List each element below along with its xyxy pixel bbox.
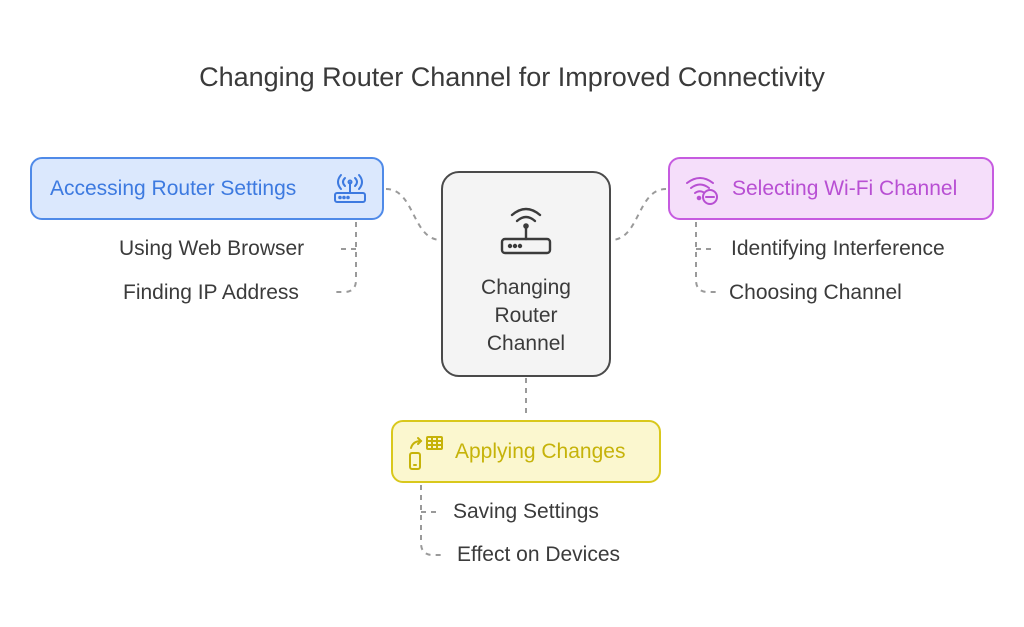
connector-center-to-accessing bbox=[385, 188, 442, 241]
item-saving-settings: Saving Settings bbox=[453, 500, 599, 523]
item-using-web-browser: Using Web Browser bbox=[119, 237, 305, 260]
item-finding-ip-address: Finding IP Address bbox=[123, 281, 299, 304]
item-identifying-interference: Identifying Interference bbox=[731, 237, 945, 260]
node-accessing-label: Accessing Router Settings bbox=[50, 176, 297, 200]
router-broadcast-icon bbox=[332, 171, 368, 213]
router-wifi-icon bbox=[496, 203, 556, 266]
node-accessing-router-settings[interactable]: Accessing Router Settings bbox=[30, 157, 384, 220]
node-selecting-wifi-channel[interactable]: Selecting Wi-Fi Channel bbox=[668, 157, 994, 220]
connector-selecting-items bbox=[695, 222, 718, 293]
center-node-changing-router-channel[interactable]: Changing Router Channel bbox=[441, 171, 611, 377]
diagram-title: Changing Router Channel for Improved Con… bbox=[199, 62, 825, 92]
connector-center-to-selecting bbox=[610, 188, 667, 241]
node-applying-changes[interactable]: Applying Changes bbox=[391, 420, 661, 483]
wifi-blocked-icon bbox=[684, 171, 720, 213]
item-effect-on-devices: Effect on Devices bbox=[457, 543, 621, 566]
node-selecting-label: Selecting Wi-Fi Channel bbox=[732, 176, 958, 200]
device-sync-icon bbox=[407, 434, 445, 478]
item-choosing-channel: Choosing Channel bbox=[729, 281, 902, 304]
connector-applying-items bbox=[420, 485, 443, 556]
node-applying-label: Applying Changes bbox=[455, 439, 626, 463]
connector-accessing-items bbox=[334, 222, 357, 293]
center-node-label: Changing Router Channel bbox=[481, 276, 571, 355]
